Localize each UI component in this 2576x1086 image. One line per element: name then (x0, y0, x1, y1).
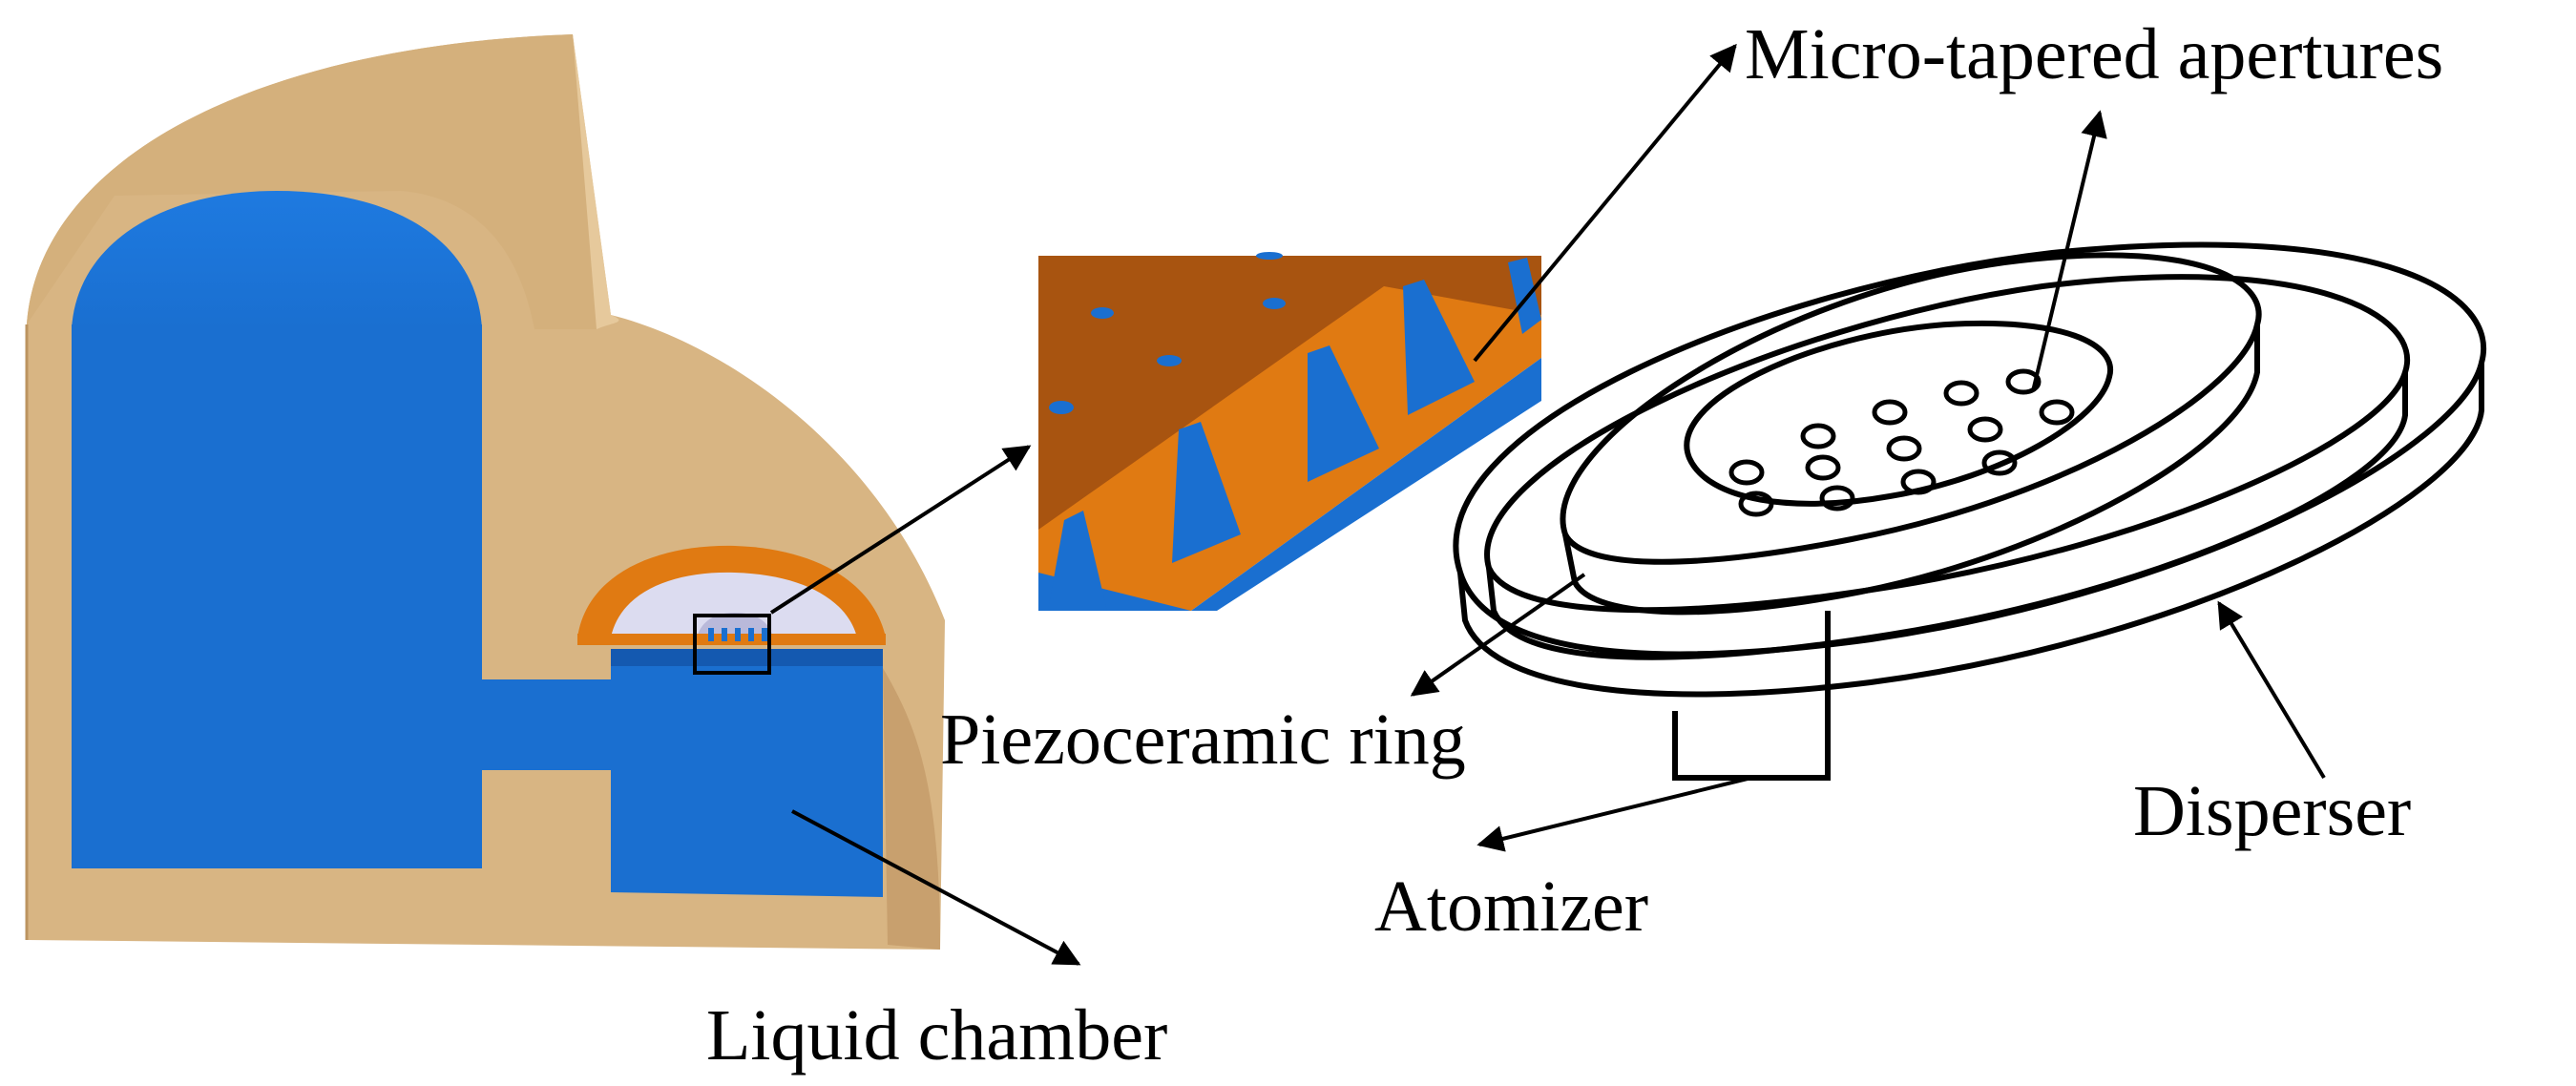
reservoir-dome (72, 191, 482, 329)
liquid-channel (477, 679, 611, 770)
reservoir-column (72, 324, 482, 868)
arrow-apertures-draw (2031, 110, 2107, 392)
disperser-outline (1453, 241, 2487, 658)
atomizer-line-drawing (1453, 241, 2487, 781)
housing-cutaway (25, 34, 945, 950)
tapered-cones (1048, 258, 1541, 611)
label-atomizer: Atomizer (1374, 867, 1648, 947)
atomizer-ceramic-ring (611, 572, 857, 637)
arrow-chamber (791, 809, 1081, 966)
aperture-circles (1728, 368, 2075, 517)
label-piezo: Piezoceramic ring (940, 700, 1466, 780)
arrow-zoom (769, 445, 1032, 615)
surface-holes (1049, 252, 1286, 414)
magnified-view (1038, 252, 1541, 611)
housing-top-face (27, 34, 597, 329)
label-disperser: Disperser (2133, 771, 2411, 851)
arrow-atomizer (1476, 776, 1752, 852)
arrow-disperser (2217, 600, 2326, 780)
aperture-recess (1684, 320, 2114, 507)
arrow-piezo (1410, 573, 1586, 697)
label-apertures: Micro-tapered apertures (1745, 14, 2443, 94)
atomizer-plate-outline (1484, 274, 2410, 614)
liquid-chamber-fill (611, 649, 883, 897)
label-chamber: Liquid chamber (706, 995, 1167, 1076)
zoom-selection-box (693, 614, 771, 675)
arrow-apertures-mag (1473, 43, 1737, 363)
housing-side-shade (883, 668, 940, 950)
tiny-apertures (708, 628, 767, 641)
piezoceramic-ring-outline (1560, 252, 2262, 565)
leader-arrows (769, 43, 2326, 966)
